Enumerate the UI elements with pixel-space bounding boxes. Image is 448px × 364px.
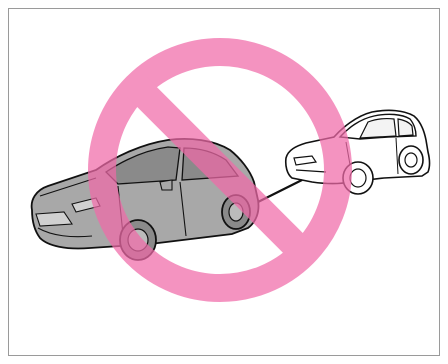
towed-car-icon [286, 110, 430, 194]
